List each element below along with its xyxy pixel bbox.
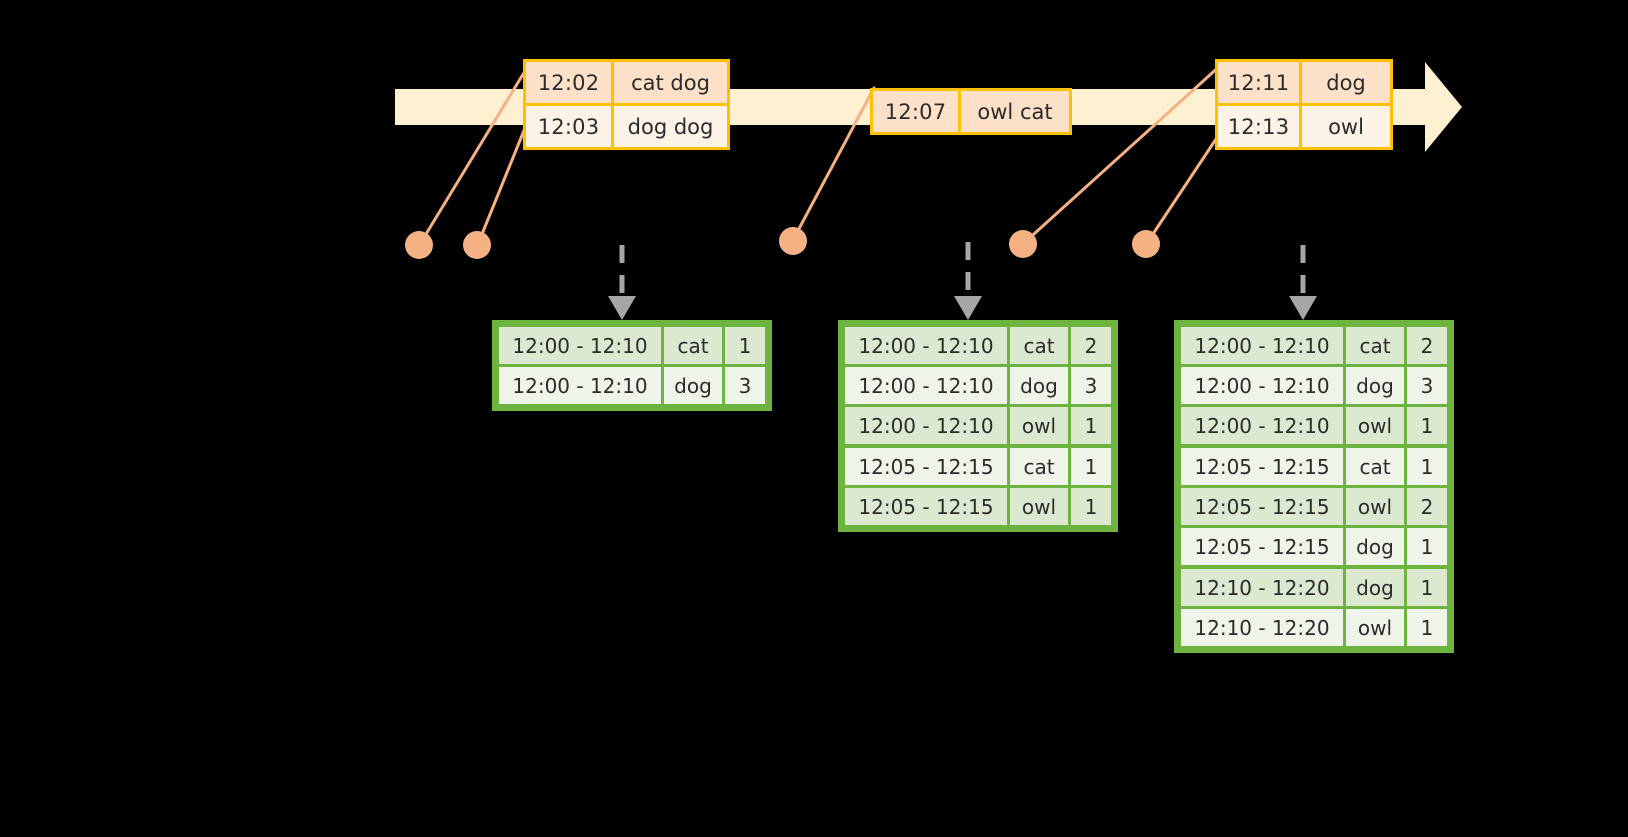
emit-arrow-heads [608, 296, 1317, 320]
table-row: 12:05 - 12:15 dog 1 [1181, 528, 1447, 565]
table-row: 12:00 - 12:10 cat 1 [499, 327, 765, 364]
connector-line-1 [418, 64, 530, 246]
window-cell: 12:00 - 12:10 [1181, 367, 1343, 404]
event-words: cat dog [631, 70, 710, 95]
word-cell: dog [664, 367, 722, 404]
event-time: 12:03 [526, 106, 614, 147]
window-cell: 12:00 - 12:10 [499, 367, 661, 404]
event-row: 12:07 owl cat [873, 91, 1069, 132]
table-row: 12:05 - 12:15 cat 1 [1181, 448, 1447, 485]
emit-arrow-head-1 [608, 296, 636, 320]
count-cell: 1 [1407, 528, 1447, 565]
count-cell: 3 [1071, 367, 1111, 404]
window-cell: 12:10 - 12:20 [1181, 569, 1343, 606]
table-row: 12:05 - 12:15 cat 1 [845, 448, 1111, 485]
count-cell: 1 [1407, 407, 1447, 444]
window-cell: 12:00 - 12:10 [499, 327, 661, 364]
count-cell: 2 [1071, 327, 1111, 364]
event-dot-4 [1009, 230, 1037, 258]
word-cell: owl [1346, 407, 1404, 444]
connector-line-5 [1145, 128, 1224, 245]
word-cell: owl [1010, 488, 1068, 525]
event-time: 12:13 [1218, 106, 1302, 147]
event-group-1: 12:02 cat dog 12:03 dog dog [523, 59, 730, 150]
table-row: 12:10 - 12:20 dog 1 [1181, 569, 1447, 606]
emit-arrow-head-2 [954, 296, 982, 320]
window-cell: 12:00 - 12:10 [1181, 407, 1343, 444]
word-cell: dog [1346, 367, 1404, 404]
event-time: 12:02 [526, 62, 614, 103]
window-cell: 12:05 - 12:15 [845, 488, 1007, 525]
count-cell: 1 [1071, 407, 1111, 444]
word-cell: dog [1010, 367, 1068, 404]
word-cell: cat [1346, 448, 1404, 485]
emit-arrows [619, 242, 1306, 300]
connector-line-3 [791, 86, 876, 242]
window-cell: 12:00 - 12:10 [845, 327, 1007, 364]
event-row: 12:11 dog [1218, 62, 1390, 103]
table-row: 12:00 - 12:10 dog 3 [499, 367, 765, 404]
event-words: owl cat [977, 99, 1053, 124]
event-dots [405, 227, 1160, 259]
event-dot-2 [463, 231, 491, 259]
table-row: 12:05 - 12:15 owl 1 [845, 488, 1111, 525]
word-cell: cat [1010, 448, 1068, 485]
word-cell: cat [1010, 327, 1068, 364]
event-words: dog [1326, 70, 1366, 95]
count-cell: 3 [1407, 367, 1447, 404]
table-row: 12:10 - 12:20 owl 1 [1181, 609, 1447, 646]
window-cell: 12:05 - 12:15 [845, 448, 1007, 485]
word-cell: cat [1346, 327, 1404, 364]
event-dot-3 [779, 227, 807, 255]
event-time: 12:07 [873, 91, 961, 132]
window-cell: 12:00 - 12:10 [1181, 327, 1343, 364]
word-cell: cat [664, 327, 722, 364]
word-cell: owl [1346, 488, 1404, 525]
event-time: 12:11 [1218, 62, 1302, 103]
count-cell: 1 [1071, 488, 1111, 525]
result-table-1: 12:00 - 12:10 cat 1 12:00 - 12:10 dog 3 [492, 320, 772, 411]
result-table-2: 12:00 - 12:10 cat 2 12:00 - 12:10 dog 3 … [838, 320, 1118, 532]
event-dot-5 [1132, 230, 1160, 258]
event-row: 12:13 owl [1218, 103, 1390, 147]
table-row: 12:00 - 12:10 cat 2 [845, 327, 1111, 364]
word-cell: owl [1010, 407, 1068, 444]
table-row: 12:00 - 12:10 owl 1 [1181, 407, 1447, 444]
window-cell: 12:10 - 12:20 [1181, 609, 1343, 646]
count-cell: 1 [1407, 448, 1447, 485]
event-group-2: 12:07 owl cat [870, 88, 1072, 135]
window-cell: 12:00 - 12:10 [845, 407, 1007, 444]
word-cell: dog [1346, 528, 1404, 565]
count-cell: 1 [1407, 609, 1447, 646]
table-row: 12:00 - 12:10 dog 3 [1181, 367, 1447, 404]
event-words: dog dog [627, 114, 714, 139]
event-row: 12:02 cat dog [526, 62, 727, 103]
word-cell: dog [1346, 569, 1404, 606]
table-row: 12:05 - 12:15 owl 2 [1181, 488, 1447, 525]
table-row: 12:00 - 12:10 cat 2 [1181, 327, 1447, 364]
window-cell: 12:05 - 12:15 [1181, 448, 1343, 485]
event-words: owl [1328, 114, 1364, 139]
window-cell: 12:05 - 12:15 [1181, 488, 1343, 525]
word-cell: owl [1346, 609, 1404, 646]
event-dot-1 [405, 231, 433, 259]
window-cell: 12:00 - 12:10 [845, 367, 1007, 404]
count-cell: 1 [1407, 569, 1447, 606]
table-row: 12:00 - 12:10 dog 3 [845, 367, 1111, 404]
emit-arrow-head-3 [1289, 296, 1317, 320]
event-group-3: 12:11 dog 12:13 owl [1215, 59, 1393, 150]
count-cell: 1 [725, 327, 765, 364]
event-row: 12:03 dog dog [526, 103, 727, 147]
count-cell: 2 [1407, 327, 1447, 364]
table-row: 12:00 - 12:10 owl 1 [845, 407, 1111, 444]
result-table-3: 12:00 - 12:10 cat 2 12:00 - 12:10 dog 3 … [1174, 320, 1454, 653]
window-cell: 12:05 - 12:15 [1181, 528, 1343, 565]
count-cell: 1 [1071, 448, 1111, 485]
connector-line-2 [476, 126, 527, 246]
count-cell: 2 [1407, 488, 1447, 525]
count-cell: 3 [725, 367, 765, 404]
